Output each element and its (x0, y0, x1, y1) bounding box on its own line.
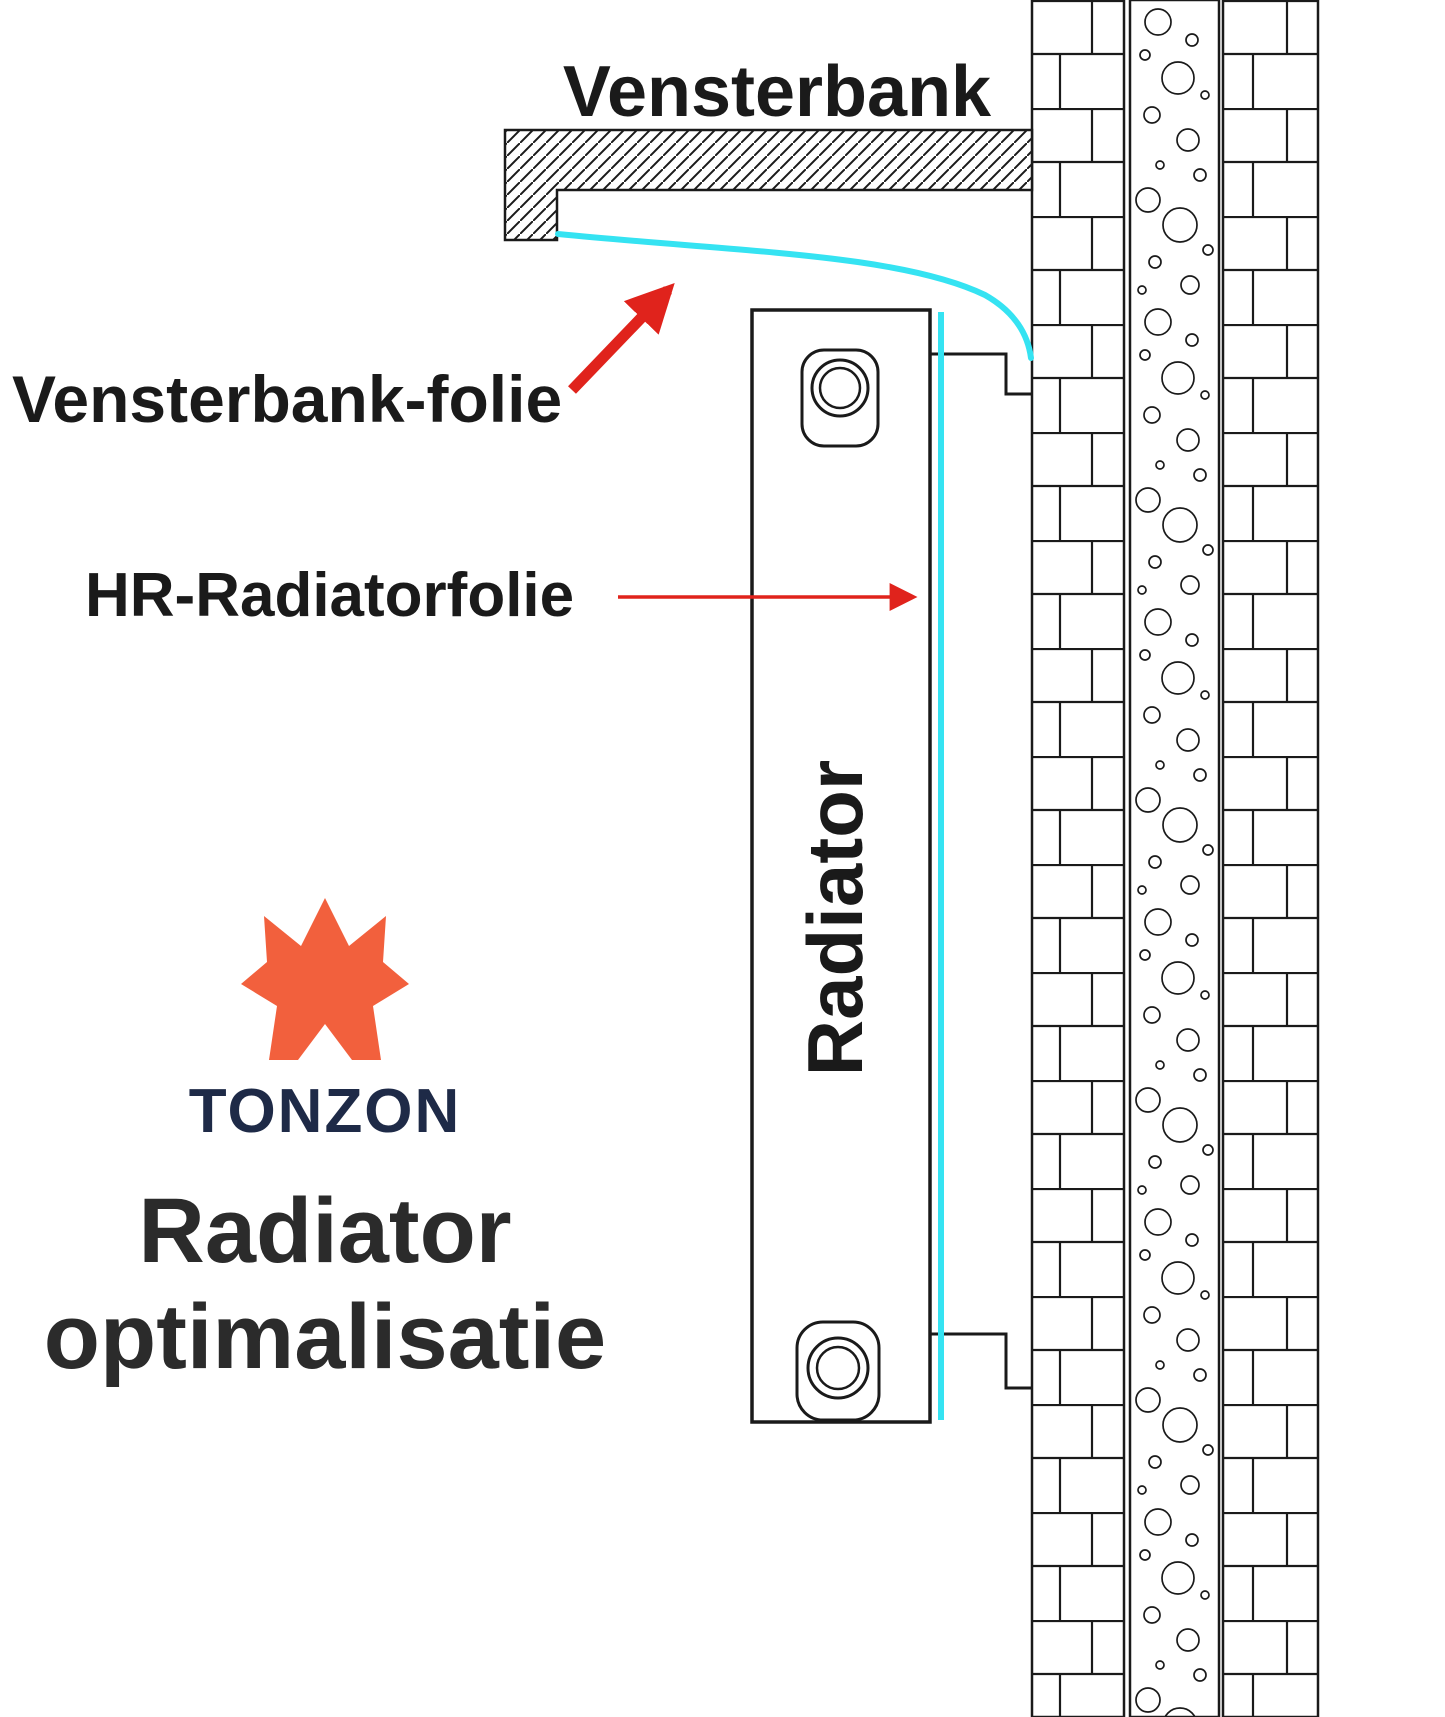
radiator-bottom-valve-outer-circle (806, 1336, 870, 1400)
wall-outer-brick-leaf (1030, 0, 1126, 1717)
radiator-label: Radiator (791, 760, 879, 1076)
radiator-top-valve (800, 348, 880, 448)
vensterbank-label: Vensterbank (563, 52, 992, 132)
radiator-body (750, 308, 932, 1424)
windowsill-cross-section (503, 128, 1034, 242)
wall-inner-brick-leaf (1221, 0, 1320, 1717)
vensterbank-folie-arrow (568, 283, 675, 394)
title-line2: optimalisatie (44, 1286, 606, 1388)
tonzon-sun-house-icon (241, 898, 409, 1060)
radiator-top-valve-outer-circle (810, 358, 870, 418)
brand-name: TONZON (189, 1077, 462, 1146)
windowsill-foil-curve (555, 231, 1034, 361)
radiator-bracket-top (930, 352, 1032, 396)
radiator-bottom-valve-inner-circle (815, 1345, 861, 1391)
vensterbank-folie-label: Vensterbank-folie (12, 362, 562, 436)
wall-cavity-insulation (1128, 0, 1221, 1717)
radiator-top-valve-inner-circle (818, 366, 862, 410)
title-line1: Radiator (138, 1180, 511, 1282)
radiator-bracket-bottom (930, 1332, 1032, 1390)
hr-radiatorfolie-label: HR-Radiatorfolie (85, 561, 574, 630)
